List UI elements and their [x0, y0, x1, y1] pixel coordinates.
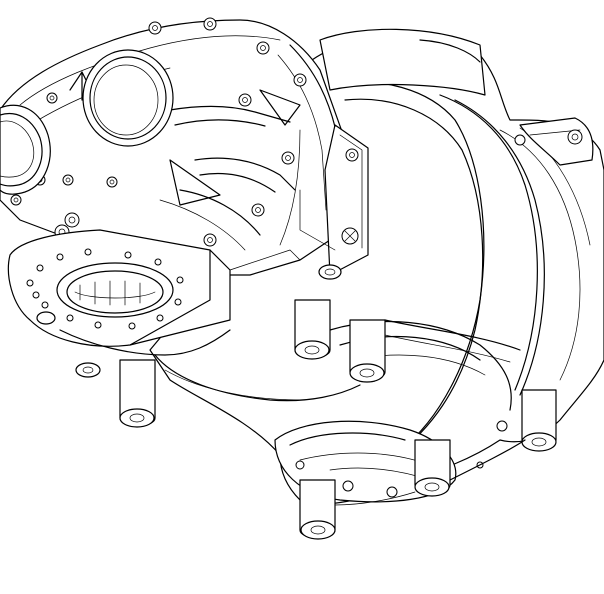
- mounting-bracket: [7, 229, 301, 347]
- support-posts: [36, 264, 557, 540]
- sight-glass-right: [82, 49, 174, 147]
- main-housing: [149, 28, 604, 505]
- sight-glass-left: [0, 104, 51, 195]
- lower-casting: [59, 319, 526, 506]
- side-plate: [299, 124, 369, 276]
